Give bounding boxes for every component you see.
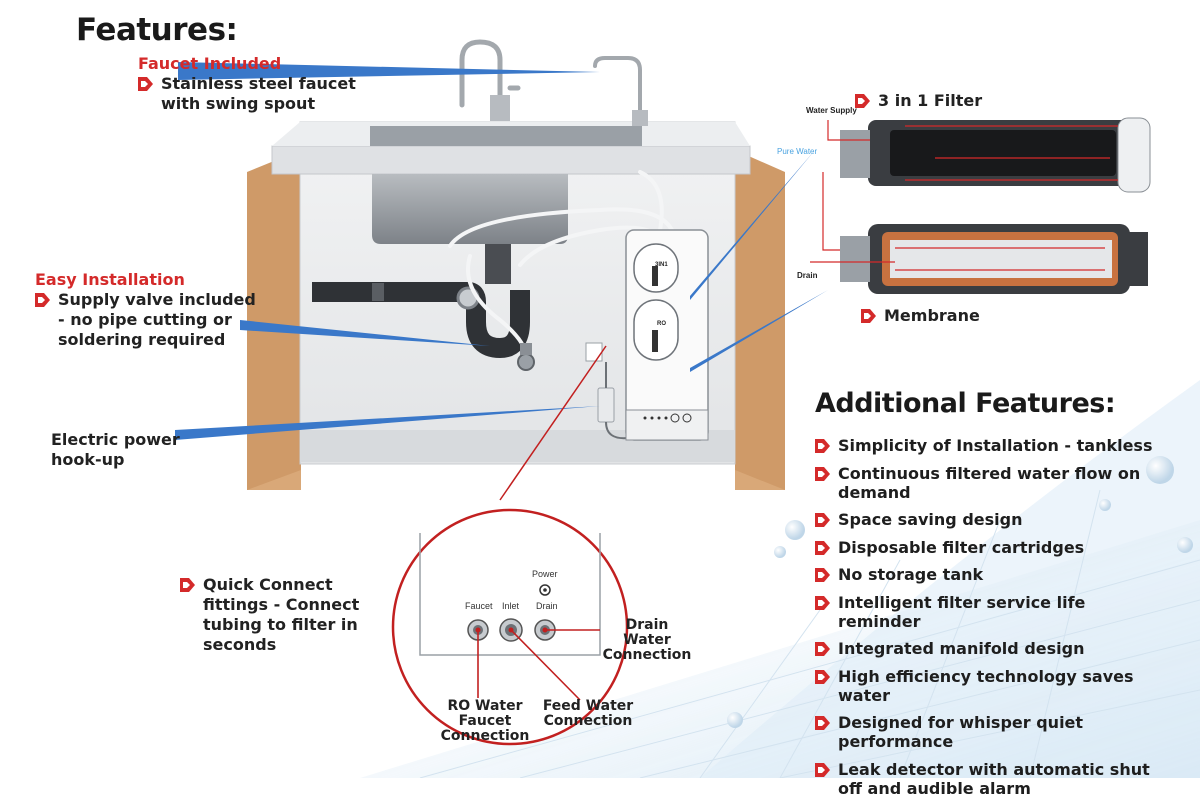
port-power-label: Power: [532, 569, 558, 579]
red-arrow-bullet-icon: [815, 642, 830, 656]
red-arrow-bullet-icon: [815, 568, 830, 582]
additional-feature-text: Intelligent filter service life reminder: [838, 592, 1086, 631]
additional-feature-text: Designed for whisper quiet performance: [838, 713, 1084, 751]
filter-diagram-membrane: [810, 224, 1148, 294]
installation-item: Supply valve included - no pipe cutting …: [35, 290, 260, 350]
red-arrow-bullet-icon: [855, 94, 870, 108]
additional-feature-item: Continuous filtered water flow on demand: [815, 464, 1160, 502]
red-arrow-bullet-icon: [815, 762, 830, 777]
additional-feature-text: Continuous filtered water flow on demand: [838, 463, 1141, 502]
pure-water-label: Pure Water: [777, 147, 818, 156]
quick-connect-item: Quick Connect fittings - Connect tubing …: [180, 575, 395, 655]
faucet-heading: Faucet Included: [138, 54, 282, 73]
zoom-circle: [391, 508, 629, 746]
installation-text: Supply valve included - no pipe cutting …: [58, 290, 256, 349]
ro-faucet: [593, 56, 648, 126]
red-arrow-bullet-icon: [815, 669, 830, 684]
red-arrow-bullet-icon: [35, 293, 50, 307]
red-arrow-bullet-icon: [180, 578, 195, 592]
ro-unit: [625, 229, 709, 441]
water-supply-label: Water Supply: [806, 106, 857, 115]
sink-faucet: [459, 39, 521, 121]
red-arrow-bullet-icon: [815, 595, 830, 610]
faucet-item: Stainless steel faucet with swing spout: [138, 74, 378, 114]
pointer-lines: [175, 62, 828, 440]
additional-feature-item: Leak detector with automatic shut off an…: [815, 760, 1160, 798]
unit-label-top: 3IN1: [655, 262, 668, 268]
port-inlet-label: Inlet: [502, 601, 520, 611]
ro-connection-label: RO Water Faucet Connection: [440, 698, 530, 744]
red-arrow-bullet-icon: [815, 513, 830, 527]
drain-connection-label: Drain Water Connection: [602, 617, 692, 663]
supply-valve: [517, 343, 535, 371]
red-arrow-bullet-icon: [815, 439, 830, 453]
additional-feature-item: Simplicity of Installation - tankless: [815, 436, 1160, 455]
membrane-label: Membrane: [884, 306, 980, 325]
filter-diagram-3in1: [822, 117, 1151, 251]
additional-feature-item: No storage tank: [815, 565, 1160, 584]
red-arrow-bullet-icon: [815, 716, 830, 730]
additional-feature-item: Space saving design: [815, 510, 1160, 529]
page-title: Features:: [76, 12, 238, 48]
additional-feature-item: Designed for whisper quiet performance: [815, 713, 1160, 751]
additional-title: Additional Features:: [815, 388, 1116, 419]
additional-feature-text: No storage tank: [838, 565, 984, 584]
additional-feature-text: High efficiency technology saves water: [838, 666, 1134, 705]
additional-feature-text: Disposable filter cartridges: [838, 537, 1085, 557]
port-faucet-label: Faucet: [465, 601, 493, 611]
membrane-item: Membrane: [861, 306, 980, 326]
additional-feature-text: Simplicity of Installation - tankless: [838, 436, 1153, 455]
feed-connection-label: Feed Water Connection: [542, 698, 634, 729]
additional-feature-text: Leak detector with automatic shut off an…: [838, 759, 1150, 798]
red-arrow-bullet-icon: [815, 466, 830, 481]
drain-label: Drain: [797, 271, 818, 280]
additional-feature-item: Disposable filter cartridges: [815, 538, 1160, 557]
installation-heading: Easy Installation: [35, 270, 185, 289]
additional-feature-item: Integrated manifold design: [815, 639, 1160, 658]
red-arrow-bullet-icon: [815, 540, 830, 555]
additional-feature-item: Intelligent filter service life reminder: [815, 593, 1160, 631]
red-arrow-bullet-icon: [138, 77, 153, 91]
unit-label-bottom: RO: [657, 321, 666, 327]
red-arrow-bullet-icon: [861, 309, 876, 323]
faucet-text: Stainless steel faucet with swing spout: [161, 74, 356, 113]
quick-connect-text: Quick Connect fittings - Connect tubing …: [203, 575, 360, 654]
additional-feature-text: Integrated manifold design: [838, 639, 1085, 658]
additional-feature-item: High efficiency technology saves water: [815, 667, 1160, 705]
additional-feature-text: Space saving design: [838, 510, 1023, 529]
port-drain-label: Drain: [536, 601, 558, 611]
zoom-leader-line: [499, 345, 607, 501]
filter-3in1-label: 3 in 1 Filter: [878, 91, 983, 110]
filter-3in1-item: 3 in 1 Filter: [855, 91, 982, 111]
power-text: Electric power hook-up: [51, 430, 180, 469]
